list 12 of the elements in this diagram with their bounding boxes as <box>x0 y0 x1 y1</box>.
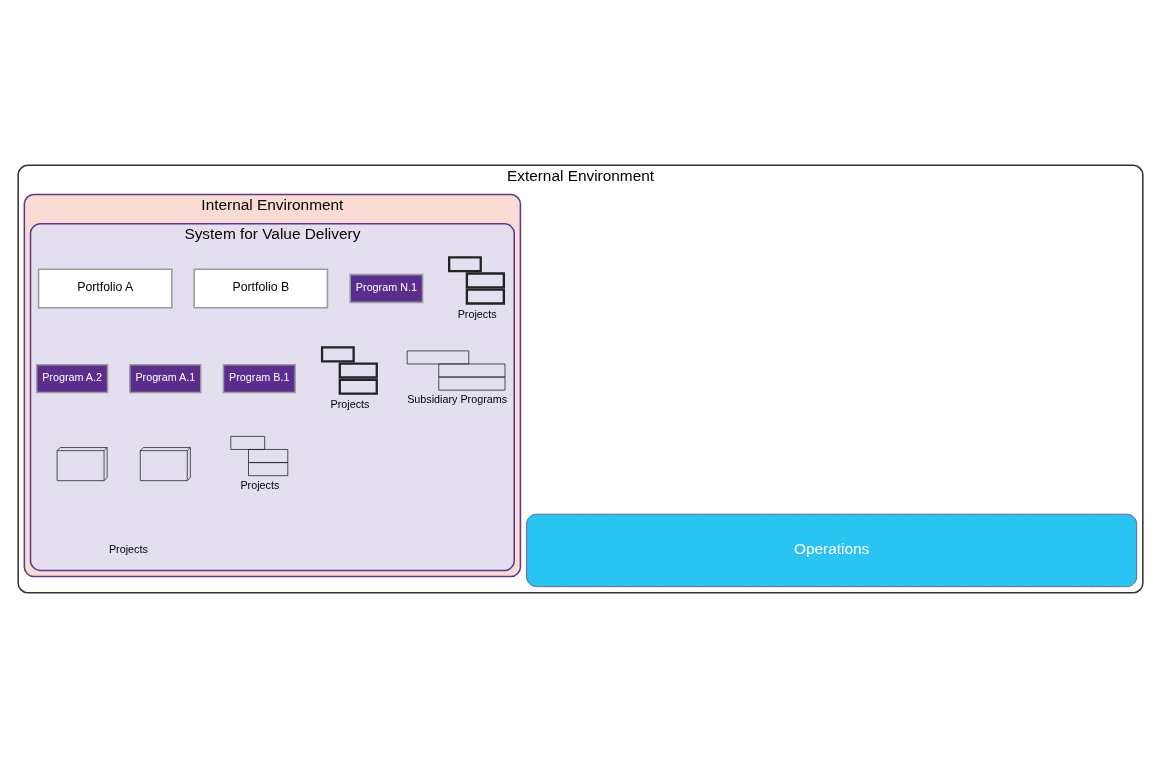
node-label: Subsidiary Programs <box>407 392 508 405</box>
label: Projects <box>108 542 148 555</box>
node-box: Program B.1 <box>222 363 296 393</box>
node-box: Operations <box>526 513 1138 587</box>
node-box: Program A.1 <box>129 363 202 393</box>
node-box: Portfolio A <box>37 267 173 308</box>
node-box: Program N.1 <box>349 273 424 303</box>
node-box: Program A.2 <box>35 363 109 393</box>
node-label: Projects <box>330 397 370 410</box>
node-label: Projects <box>240 478 280 491</box>
node-label: Projects <box>457 307 497 320</box>
node-box: Portfolio B <box>193 267 329 308</box>
